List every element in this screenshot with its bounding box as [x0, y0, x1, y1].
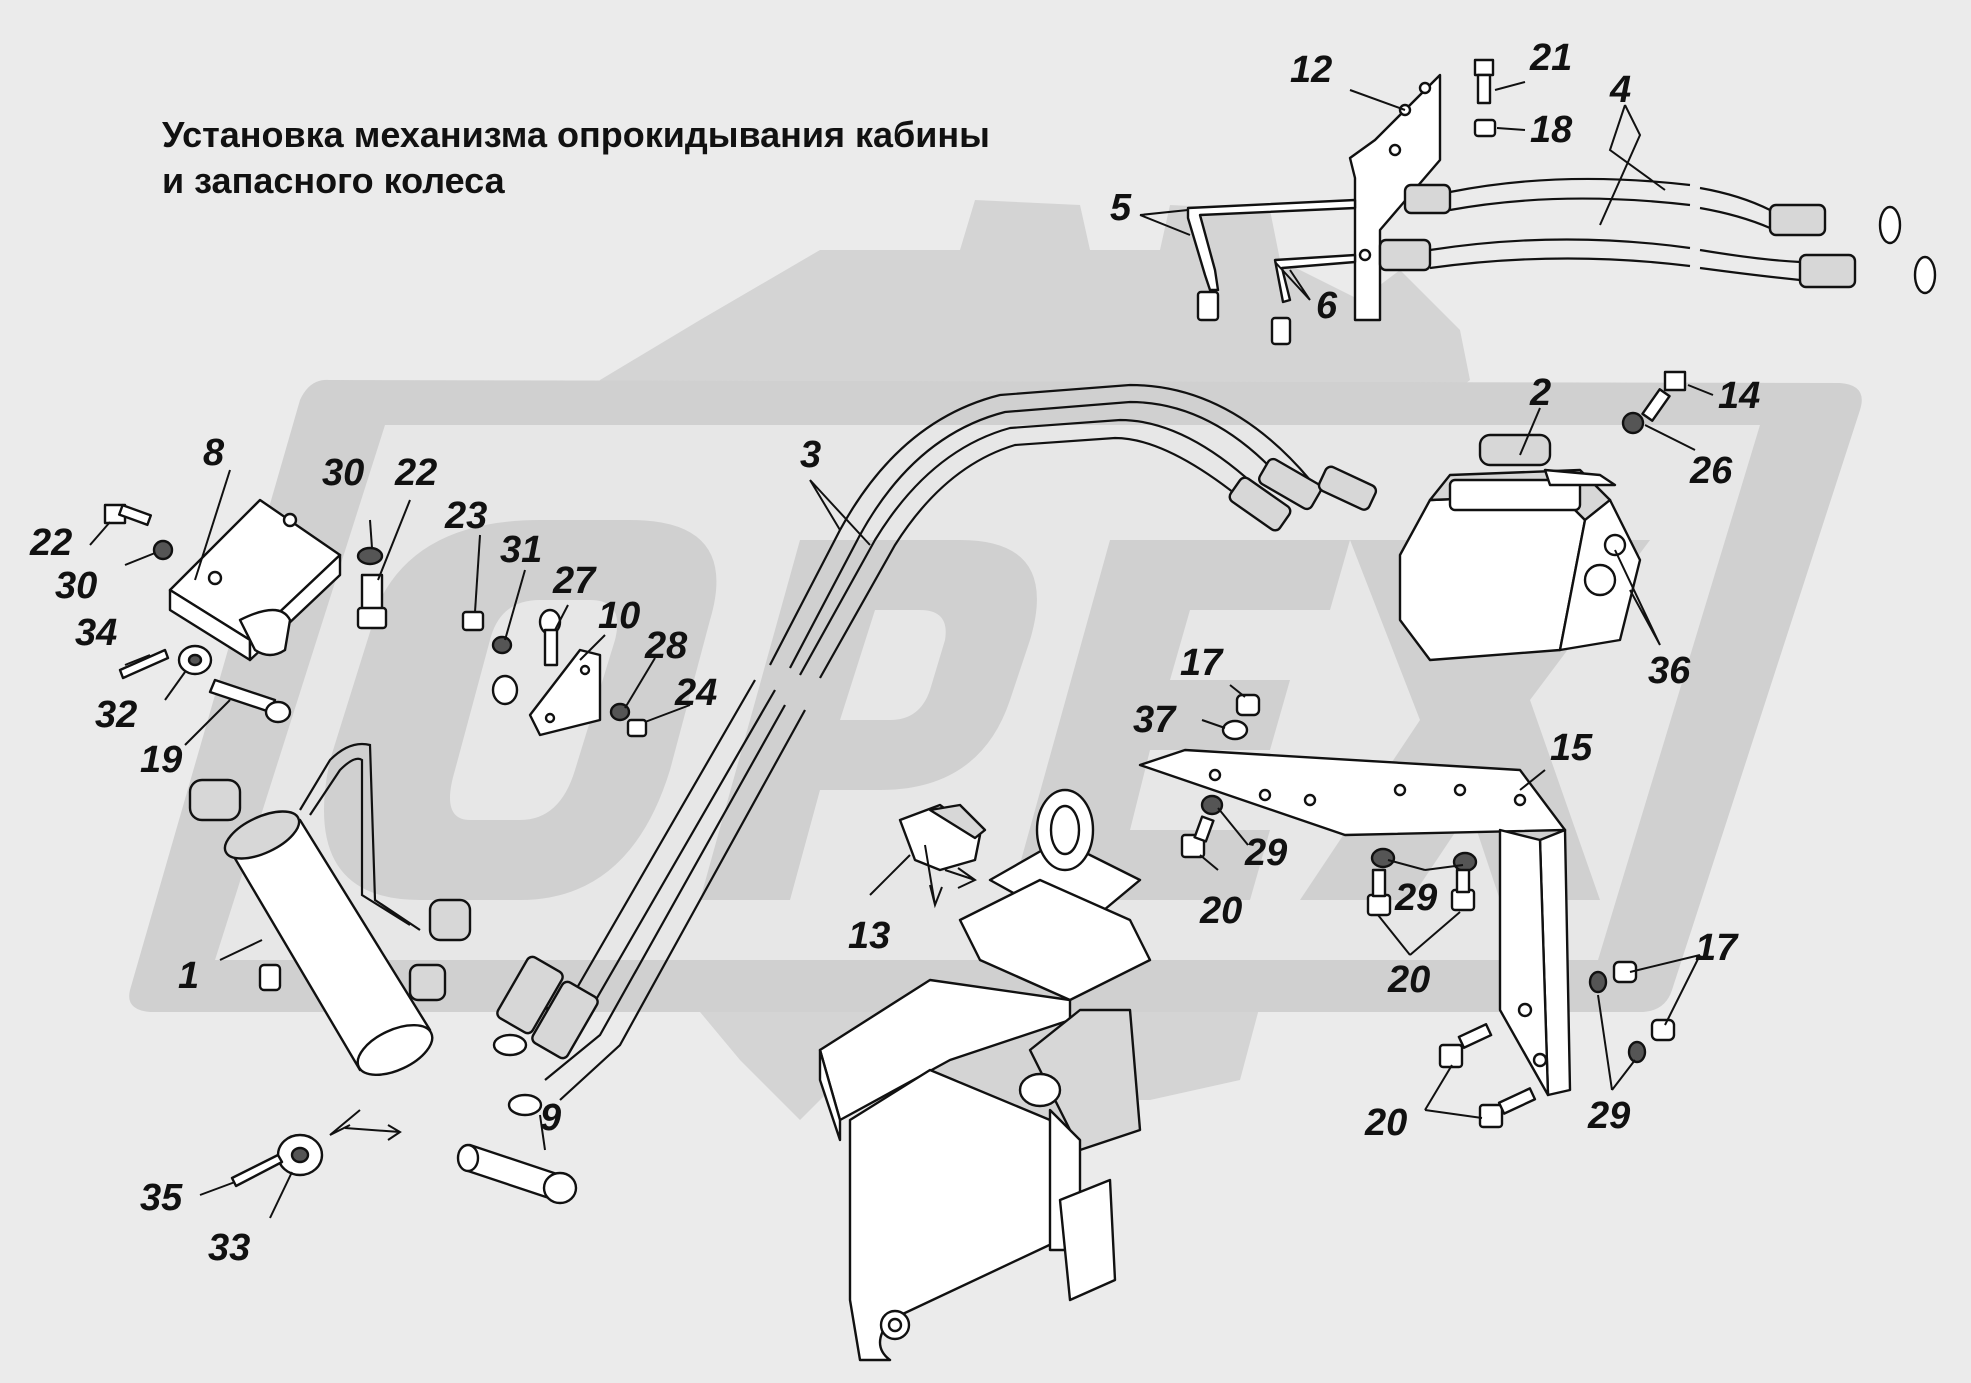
diagram-title: Установка механизма опрокидывания кабины…	[162, 112, 990, 204]
label-23: 23	[444, 495, 487, 537]
watermark-letter-o	[324, 520, 717, 900]
bolt-21	[1473, 58, 1495, 105]
label-36: 36	[1648, 650, 1691, 692]
label-6: 6	[1316, 285, 1338, 327]
title-line-2: и запасного колеса	[162, 160, 505, 201]
label-29-mid: 29	[1394, 877, 1437, 919]
pump-2	[1398, 433, 1642, 662]
label-19: 19	[140, 739, 182, 781]
nut-17-upper	[1235, 693, 1261, 717]
leader-lines	[89, 81, 1714, 1219]
label-17-lower: 17	[1695, 927, 1739, 969]
label-30-right: 30	[322, 452, 364, 494]
label-20-upper: 20	[1199, 890, 1242, 932]
washer-30-right	[356, 546, 384, 566]
label-28: 28	[644, 625, 688, 667]
label-29-upper: 29	[1244, 832, 1287, 874]
label-35: 35	[140, 1177, 183, 1219]
washer-33	[276, 1133, 324, 1177]
pin-9	[456, 1143, 578, 1205]
label-5: 5	[1110, 187, 1132, 229]
direction-arrows	[329, 844, 977, 1141]
label-29-lower: 29	[1587, 1095, 1630, 1137]
washer-29-upper	[1200, 794, 1224, 816]
label-33: 33	[208, 1227, 250, 1269]
label-34: 34	[75, 612, 117, 654]
bolts-20-mid	[1366, 868, 1476, 917]
label-26: 26	[1689, 450, 1733, 492]
label-27: 27	[552, 560, 597, 602]
bolt-22-left	[103, 503, 153, 527]
cotter-34	[118, 648, 170, 680]
hoses-4	[1378, 177, 1937, 295]
bracket-12	[1348, 73, 1442, 322]
spare-wheel-carrier	[818, 788, 1152, 1362]
label-12: 12	[1290, 49, 1332, 91]
callout-labels: 12 21 18 4 5 6 2 14 26 36 3 8 22 30 30 2…	[29, 37, 1760, 1269]
bracket-15	[1138, 748, 1572, 1097]
nuts-17-lower	[1612, 960, 1676, 1042]
tube-6	[1270, 253, 1357, 346]
label-22-left: 22	[29, 522, 72, 564]
bolt-14	[1641, 370, 1687, 422]
label-10: 10	[598, 595, 640, 637]
nut-24	[626, 718, 648, 738]
bolts-20-lower	[1438, 1023, 1537, 1129]
washer-30-left	[152, 539, 174, 561]
washer-31	[491, 635, 513, 655]
pin-19	[208, 678, 292, 724]
label-21: 21	[1529, 37, 1572, 79]
tube-5	[1186, 198, 1357, 322]
cylinder-1	[188, 742, 472, 1076]
label-8: 8	[203, 432, 225, 474]
hoses-3	[492, 383, 1378, 1117]
cotter-35	[230, 1153, 284, 1188]
washers-29-lower	[1588, 970, 1647, 1064]
bolt-20-upper	[1180, 815, 1215, 859]
watermark-letter-p	[700, 540, 1037, 900]
label-14: 14	[1718, 375, 1760, 417]
bolt-22-right	[356, 573, 388, 630]
label-32: 32	[95, 694, 137, 736]
label-4: 4	[1609, 69, 1631, 111]
watermark-letter-e	[1010, 540, 1350, 900]
label-2: 2	[1529, 372, 1551, 414]
bracket-13	[898, 803, 987, 872]
label-15: 15	[1550, 727, 1593, 769]
label-1: 1	[178, 955, 199, 997]
label-24: 24	[674, 672, 717, 714]
label-17-upper: 17	[1180, 642, 1224, 684]
washer-28	[609, 702, 631, 722]
label-31: 31	[500, 529, 542, 571]
washer-32	[177, 644, 213, 676]
nut-18	[1473, 118, 1497, 138]
washer-26	[1621, 411, 1645, 435]
label-22-right: 22	[394, 452, 437, 494]
plate-10	[528, 648, 602, 737]
bracket-8	[168, 498, 342, 662]
label-20-mid: 20	[1387, 959, 1430, 1001]
label-37: 37	[1133, 699, 1177, 741]
title-line-1: Установка механизма опрокидывания кабины	[162, 114, 990, 155]
label-13: 13	[848, 915, 890, 957]
label-9: 9	[540, 1097, 561, 1139]
label-30-left: 30	[55, 565, 97, 607]
washer-37	[1221, 719, 1249, 741]
label-3: 3	[800, 434, 821, 476]
bolt-23	[461, 610, 485, 632]
label-18: 18	[1530, 109, 1573, 151]
label-20-lower: 20	[1364, 1102, 1407, 1144]
